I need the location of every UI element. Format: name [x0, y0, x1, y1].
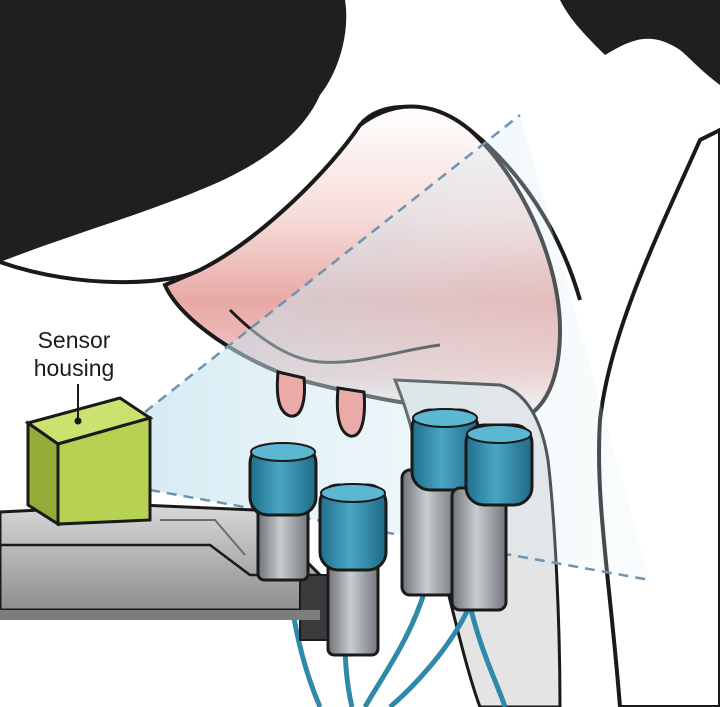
sensor-housing-label-line1: Sensor — [37, 327, 111, 353]
teat-cup-3 — [400, 408, 480, 597]
cow-black-patch-right — [560, 0, 720, 85]
cow-black-patch-left — [0, 0, 347, 262]
teat-cup-4 — [450, 423, 534, 612]
teat-front-right — [335, 386, 366, 438]
sensor-housing-label-line2: housing — [33, 355, 115, 381]
scan-beam-upper — [144, 114, 521, 413]
teat-cup-1 — [248, 442, 318, 582]
teat-front-left — [275, 370, 306, 418]
teat-cup-2 — [318, 483, 388, 657]
sensor-housing-label: Sensor housing — [18, 326, 130, 382]
sensor-housing-cube — [24, 384, 154, 527]
